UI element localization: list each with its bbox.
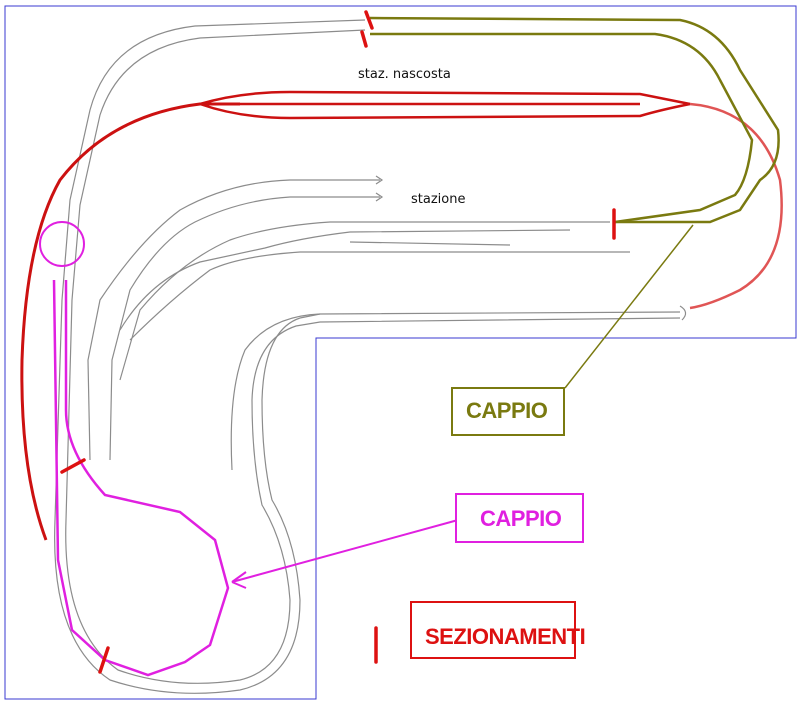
section-mark (60, 458, 86, 474)
sections-legend-label: SEZIONAMENTI (425, 624, 585, 649)
olive-loop-label: CAPPIO (466, 398, 548, 423)
hidden-station-label: staz. nascosta (358, 67, 451, 82)
magenta-loop-box (455, 493, 584, 543)
olive-loop-box (451, 387, 565, 436)
magenta-loop-label: CAPPIO (480, 506, 562, 531)
olive-loop (369, 16, 780, 389)
hidden-station-tracks (20, 90, 783, 541)
section-mark (98, 646, 110, 674)
sections-legend-box (410, 601, 576, 659)
magenta-loop (39, 221, 459, 677)
gray-tracks (54, 19, 687, 694)
baseboard-outline (4, 5, 797, 700)
section-marks (60, 10, 616, 674)
section-mark (360, 30, 368, 48)
section-mark (364, 10, 374, 30)
station-label: stazione (411, 192, 465, 207)
